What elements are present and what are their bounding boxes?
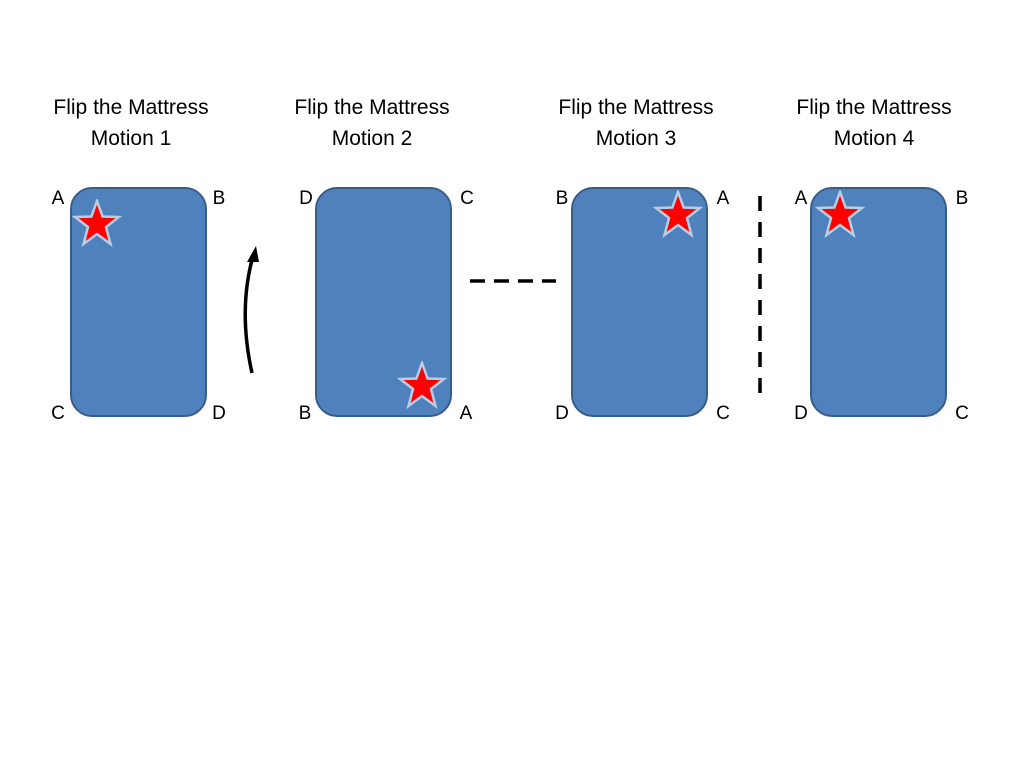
panel-4-title-line1: Flip the Mattress xyxy=(796,96,952,119)
panel-4-title-line2: Motion 4 xyxy=(833,127,915,150)
panel-1-title-line1: Flip the Mattress xyxy=(53,96,209,119)
panel-4-corner-top-right: B xyxy=(955,188,969,209)
panel-1-title: Flip the Mattress Motion 1 xyxy=(21,92,241,154)
panel-1-corner-bottom-left: C xyxy=(51,403,65,424)
red-star-icon xyxy=(397,361,447,409)
panel-3-corner-top-left: B xyxy=(555,188,569,209)
panel-4-corner-top-left: A xyxy=(794,188,808,209)
red-star-icon xyxy=(653,190,703,238)
red-star-icon xyxy=(72,199,122,247)
panel-4-title: Flip the Mattress Motion 4 xyxy=(764,92,984,154)
panel-1-title-line2: Motion 1 xyxy=(90,127,172,150)
panel-4-corner-bottom-left: D xyxy=(794,403,808,424)
panel-2-title-line2: Motion 2 xyxy=(331,127,413,150)
panel-3-title-line1: Flip the Mattress xyxy=(558,96,714,119)
panel-3-title-line2: Motion 3 xyxy=(595,127,677,150)
panel-2-corner-bottom-right: A xyxy=(459,403,473,424)
panel-2-corner-bottom-left: B xyxy=(298,403,312,424)
panel-3-corner-top-right: A xyxy=(716,188,730,209)
panel-3-corner-bottom-left: D xyxy=(555,403,569,424)
curved-arrow-icon xyxy=(243,246,259,374)
panel-2-corner-top-right: C xyxy=(460,188,474,209)
panel-2-title: Flip the Mattress Motion 2 xyxy=(262,92,482,154)
panel-2-title-line1: Flip the Mattress xyxy=(294,96,450,119)
panel-1-corner-top-right: B xyxy=(212,188,226,209)
red-star-icon xyxy=(815,190,865,238)
panel-4-corner-bottom-right: C xyxy=(955,403,969,424)
panel-1-corner-bottom-right: D xyxy=(212,403,226,424)
panel-3-corner-bottom-right: C xyxy=(716,403,730,424)
panel-1-corner-top-left: A xyxy=(51,188,65,209)
panel-2-corner-top-left: D xyxy=(299,188,313,209)
panel-3-title: Flip the Mattress Motion 3 xyxy=(526,92,746,154)
